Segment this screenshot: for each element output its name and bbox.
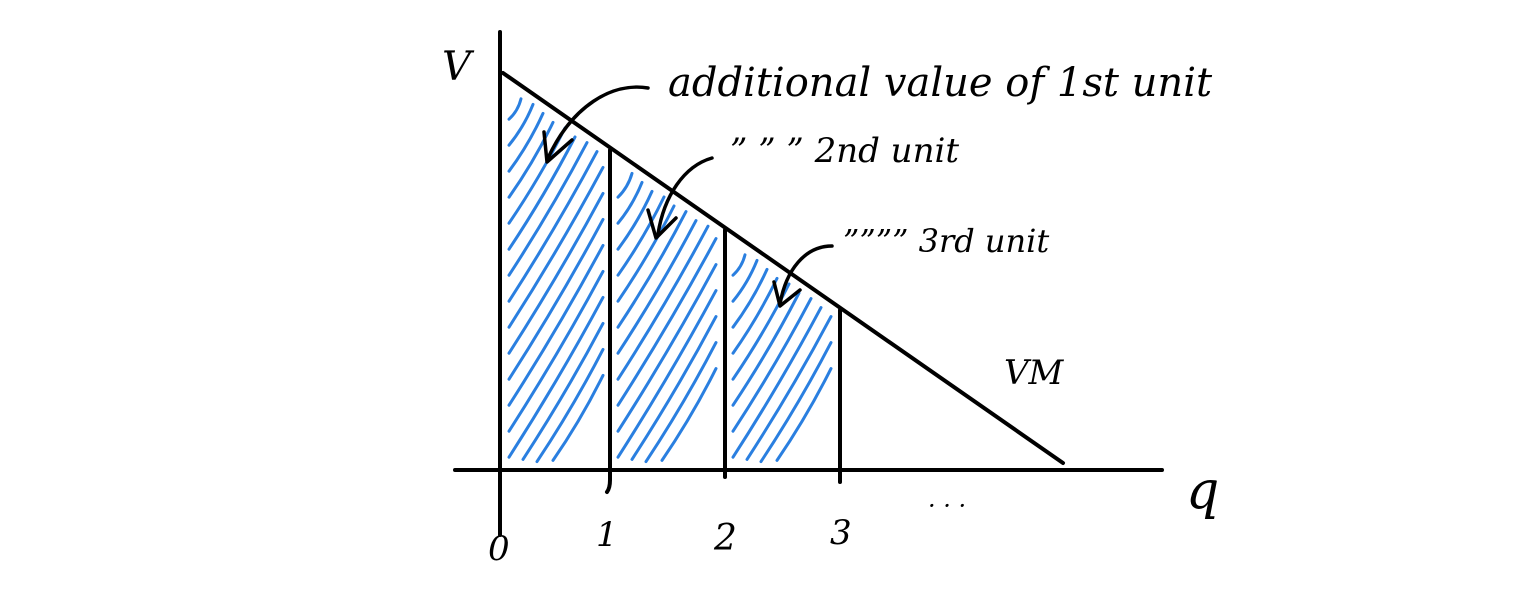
hatch-stroke [616,263,718,433]
hatch-stroke [507,243,605,407]
hatch-stroke [616,237,718,407]
hatch-stroke [507,111,545,173]
vm-curve [501,71,1065,465]
hatch-unit-3 [731,253,833,464]
hatch-stroke [507,102,535,147]
hatch-stroke [507,165,605,329]
note-1st-unit: additional value of 1st unit [668,60,1213,106]
hatch-stroke [507,97,523,121]
hatch-stroke [616,210,688,329]
hatch-stroke [630,315,718,461]
hatch-stroke [731,253,747,277]
q-axis-label: q [1186,461,1219,521]
ellipsis: · · · [928,492,966,520]
hatch-stroke [616,189,654,251]
tick-label-1: 1 [596,515,618,555]
hatch-stroke [507,141,589,277]
hatch-stroke [731,267,769,329]
hatch-unit-2 [616,171,718,464]
hatch-stroke [616,171,634,199]
arrow-2nd-unit [646,156,714,240]
hatch-stroke [507,135,577,251]
hatch-stroke [616,204,676,303]
hatch-stroke [507,191,605,355]
hatch-stroke [507,269,605,433]
hatch-stroke [775,367,833,462]
hatch-stroke [731,291,801,407]
unit-1-boundary [605,148,612,494]
hatch-stroke [507,120,555,199]
arrow-3rd-unit [772,244,834,308]
hatch-stroke [616,180,644,225]
arrow-1st-unit [542,85,650,164]
v-axis-label: V [442,44,475,90]
hatch-stroke [660,367,718,462]
hatch-stroke [745,315,833,461]
hatch-stroke [507,295,605,459]
hatch-stroke [616,289,718,459]
hatch-stroke [521,321,605,461]
hatch-stroke [616,219,698,355]
tick-label-2: 2 [713,518,737,559]
hatch-stroke [616,195,666,277]
hatch-stroke [535,347,605,464]
hatch-stroke [731,306,823,459]
note-2nd-unit: ” ” ” 2nd unit [730,131,959,171]
hatch-stroke [616,224,710,381]
vm-curve-label: VM [1004,353,1065,393]
hatch-stroke [551,373,605,462]
tick-label-3: 3 [830,513,852,553]
hatch-stroke [507,217,605,381]
tick-label-0: 0 [488,529,510,569]
note-3rd-unit: ”””” 3rd unit [843,222,1049,260]
hatch-stroke [731,258,759,303]
hatch-stroke [759,341,833,464]
hatch-stroke [507,150,599,303]
hatch-stroke [731,297,813,433]
hatch-stroke [644,341,718,464]
hatch-stroke [731,276,779,355]
